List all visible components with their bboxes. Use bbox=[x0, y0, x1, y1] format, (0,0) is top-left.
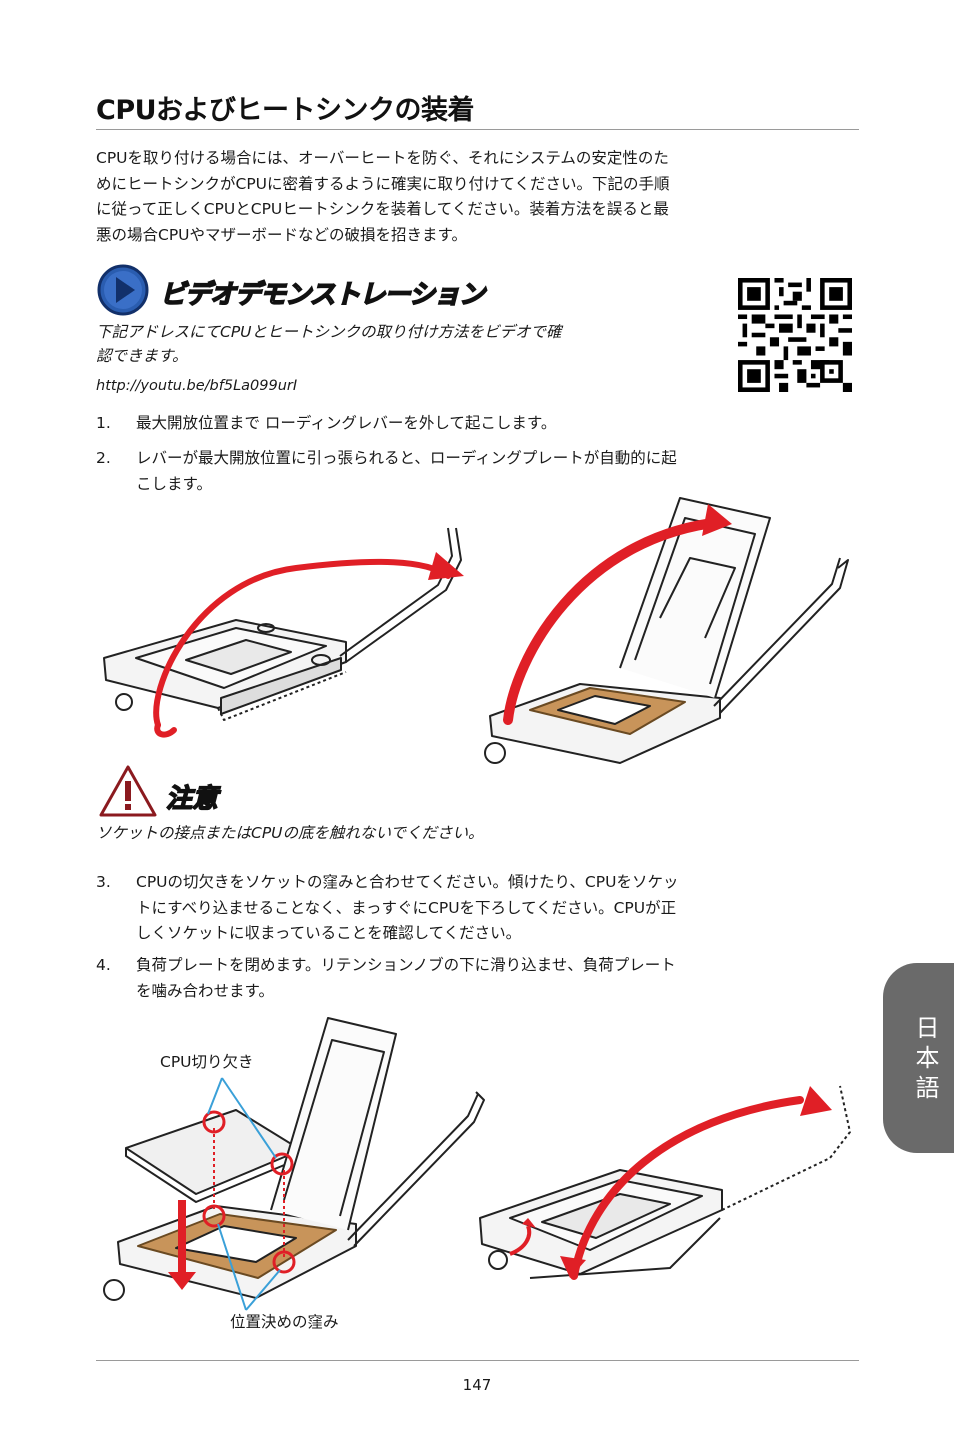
language-tab bbox=[883, 963, 954, 1153]
play-icon bbox=[97, 264, 149, 316]
caution-heading: 注意 bbox=[165, 783, 219, 815]
step-text: こします。 bbox=[136, 474, 212, 493]
step-number: 1. bbox=[96, 414, 111, 432]
step-number: 4. bbox=[96, 956, 111, 974]
step-item: 3. CPUの切欠きをソケットの窪みと合わせてください。傾けたり、CPUをソケッ… bbox=[96, 870, 856, 948]
footer-divider bbox=[96, 1360, 859, 1361]
intro-line: に従って正しくCPUとCPUヒートシンクを装着してください。装着方法を誤ると最 bbox=[96, 200, 669, 218]
step-text: 負荷プレートを閉めます。リテンションノブの下に滑り込ませ、負荷プレート bbox=[136, 956, 676, 974]
load-plate-closing-illustration bbox=[479, 1085, 851, 1280]
step-text: 最大開放位置まで ローディングレバーを外して起こします。 bbox=[136, 414, 557, 432]
intro-line: CPUを取り付ける場合には、オーバーヒートを防ぐ、それにシステムの安定性のた bbox=[96, 149, 669, 167]
step-text: しくソケットに収まっていることを確認してください。 bbox=[136, 924, 522, 942]
step-text: トにすべり込ませることなく、まっすぐにCPUを下ろしてください。CPUが正 bbox=[136, 898, 677, 917]
step-item: 4. 負荷プレートを閉めます。リテンションノブの下に滑り込ませ、負荷プレート を… bbox=[96, 953, 856, 1005]
caution-text: ソケットの接点またはCPUの底を触れないでください。 bbox=[96, 824, 484, 842]
intro-paragraph: CPUを取り付ける場合には、オーバーヒートを防ぐ、それにシステムの安定性のた め… bbox=[96, 146, 852, 248]
video-url-link[interactable]: http://youtu.be/bf5La099urI bbox=[96, 378, 298, 394]
step-number: 3. bbox=[96, 873, 111, 891]
cpu-insertion-illustration bbox=[103, 1017, 485, 1311]
load-plate-raised-illustration bbox=[484, 497, 849, 764]
title-divider bbox=[96, 129, 859, 130]
step-text: を噛み合わせます。 bbox=[136, 981, 274, 1000]
page-number: 147 bbox=[462, 1376, 492, 1394]
video-heading: ビデオデモンストレーション bbox=[159, 279, 486, 311]
page-title: CPUおよびヒートシンクの装着 bbox=[96, 95, 475, 126]
qr-code-icon[interactable] bbox=[738, 278, 852, 392]
video-desc-line: 認できます。 bbox=[96, 347, 188, 365]
warning-icon bbox=[99, 765, 157, 817]
cpu-notch-callout: CPU切り欠き bbox=[160, 1053, 254, 1071]
intro-line: めにヒートシンクがCPUに密着するように確実に取り付けてください。下記の手順 bbox=[96, 174, 670, 193]
alignment-key-callout: 位置決めの窪み bbox=[230, 1313, 339, 1331]
language-tab-text: 日本語 bbox=[911, 1015, 939, 1105]
step-number: 2. bbox=[96, 449, 111, 467]
socket-lever-open-illustration bbox=[103, 527, 464, 738]
intro-line: 悪の場合CPUやマザーボードなどの破損を招きます。 bbox=[96, 225, 467, 244]
step-text: CPUの切欠きをソケットの窪みと合わせてください。傾けたり、CPUをソケッ bbox=[136, 873, 679, 891]
step-text: レバーが最大開放位置に引っ張られると、ローディングプレートが自動的に起 bbox=[136, 449, 677, 467]
step-item: 2. レバーが最大開放位置に引っ張られると、ローディングプレートが自動的に起 こ… bbox=[96, 446, 856, 498]
step-item: 1. 最大開放位置まで ローディングレバーを外して起こします。 bbox=[96, 411, 856, 437]
video-desc-line: 下記アドレスにてCPUとヒートシンクの取り付け方法をビデオで確 bbox=[96, 323, 562, 341]
language-tab-label: 日本語 bbox=[905, 1015, 945, 1105]
video-description: 下記アドレスにてCPUとヒートシンクの取り付け方法をビデオで確 認できます。 bbox=[96, 320, 716, 368]
